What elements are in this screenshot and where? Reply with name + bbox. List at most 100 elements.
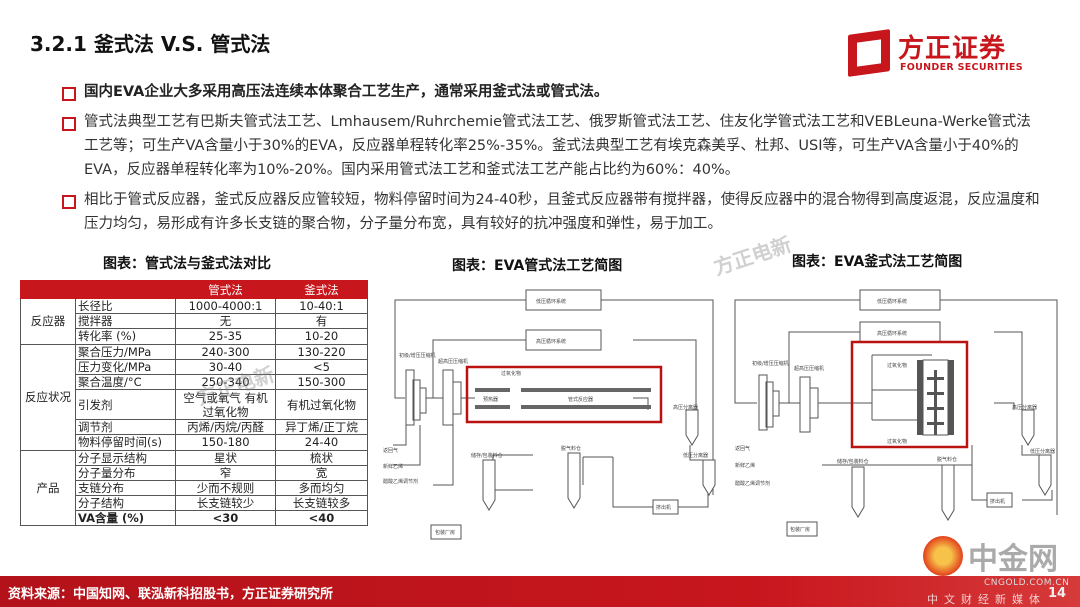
item-cell: VA含量 (%) — [75, 510, 176, 527]
logo-mark-icon — [848, 29, 890, 77]
label-extruder: 挤出机 — [656, 504, 671, 511]
value-cell: 星状 — [175, 449, 276, 466]
table-row: 分子量分布窄宽 — [21, 464, 368, 481]
value-cell: 无 — [175, 313, 276, 330]
bullet-list: 国内EVA企业大多采用高压法连续本体聚合工艺生产，通常采用釜式法或管式法。 管式… — [60, 80, 1040, 242]
bullet-item: 相比于管式反应器，釜式反应器反应管较短，物料停留时间为24-40秒，且釜式反应器… — [60, 188, 1040, 236]
value-cell: 150-180 — [175, 434, 276, 451]
item-cell: 聚合压力/MPa — [75, 343, 176, 360]
label-degas: 脱气料仓 — [561, 445, 581, 452]
label-packing: 包装厂房 — [435, 529, 455, 536]
value-cell: 24-40 — [275, 434, 368, 451]
page-number: 14 — [1048, 586, 1067, 601]
item-cell: 引发剂 — [75, 389, 176, 421]
table-row: 产品分子显示结构星状梳状 — [20, 449, 368, 527]
label-return-gas: 返回气 — [383, 447, 398, 454]
item-cell: 调节剂 — [75, 419, 176, 436]
label-compressor2: 超高压压缩机 — [794, 365, 824, 372]
header-tube: 管式法 — [175, 280, 276, 299]
label-lp-sep: 低压分离器 — [683, 452, 708, 459]
value-cell: 长支链较少 — [175, 495, 276, 512]
label-hp-sep: 高压分离器 — [673, 404, 698, 411]
cngold-watermark: 中金网 CNGOLD.COM.CN 中文财经新媒体 — [920, 530, 1080, 607]
label-packing: 包装厂房 — [790, 526, 810, 533]
table-header-row: 管式法釜式法 — [20, 280, 368, 299]
label-fresh-ethylene: 新鲜乙烯 — [735, 462, 755, 469]
value-cell: 10-20 — [275, 328, 368, 345]
item-cell: 聚合温度/°C — [75, 373, 176, 391]
cngold-logo-icon — [923, 536, 963, 576]
value-cell: 长支链较多 — [275, 495, 368, 512]
value-cell: <5 — [275, 358, 368, 375]
footer-bar: 资料来源：中国知网、联泓新科招股书，方正证券研究所 — [0, 576, 1080, 607]
label-high-loop: 高压循环系统 — [877, 330, 907, 337]
tube-diagram-caption: 图表：EVA管式法工艺简图 — [452, 258, 623, 274]
label-degas: 脱气料仓 — [937, 456, 957, 463]
value-cell: <40 — [275, 510, 368, 527]
label-preheater: 预热器 — [483, 396, 498, 403]
item-cell: 压力变化/MPa — [75, 358, 176, 375]
value-cell: 240-300 — [175, 343, 276, 360]
group-cell: 产品 — [20, 449, 76, 527]
table-row: 分子结构长支链较少长支链较多 — [21, 495, 368, 512]
table-caption: 图表：管式法与釜式法对比 — [103, 256, 271, 272]
label-vac: 醋酸乙烯调节剂 — [735, 480, 770, 487]
value-cell: 有 — [275, 313, 368, 330]
item-cell: 转化率 (%) — [75, 328, 176, 345]
label-compressor1: 初级/增压压缩机 — [752, 360, 789, 367]
tube-process-diagram: 低压循环系统 高压循环系统 初级/增压压缩机 超高压压缩机 过氧化物 预热器 管… — [383, 289, 716, 540]
header-kettle: 釜式法 — [275, 280, 368, 299]
logo-en: FOUNDER SECURITIES — [900, 62, 1023, 73]
value-cell: 10-40:1 — [275, 297, 368, 315]
label-compressor2: 超高压压缩机 — [438, 358, 468, 365]
kettle-diagram-caption: 图表：EVA釜式法工艺简图 — [792, 254, 963, 270]
label-lp-sep: 低压分离器 — [1030, 448, 1055, 455]
label-storage: 储存/包装料仓 — [471, 452, 503, 459]
value-cell: 250-340 — [175, 373, 276, 391]
value-cell: <30 — [175, 510, 276, 527]
label-compressor1: 初级/增压压缩机 — [399, 352, 436, 359]
cngold-domain: CNGOLD.COM.CN — [984, 578, 1070, 588]
item-cell: 长径比 — [75, 297, 176, 315]
label-peroxide: 过氧化物 — [501, 370, 521, 377]
bullet-item: 国内EVA企业大多采用高压法连续本体聚合工艺生产，通常采用釜式法或管式法。 — [60, 80, 1040, 104]
label-extruder: 挤出机 — [990, 498, 1005, 505]
item-cell: 支链分布 — [75, 479, 176, 497]
value-cell: 多而均匀 — [275, 479, 368, 497]
logo-cn: 方正证券 — [898, 34, 1007, 64]
cngold-cn: 中金网 — [968, 542, 1058, 577]
item-cell: 分子量分布 — [75, 464, 176, 481]
label-tube-reactor: 管式反应器 — [568, 396, 593, 403]
group-cell: 反应器 — [20, 298, 76, 345]
page-title: 3.2.1 釜式法 V.S. 管式法 — [30, 32, 271, 56]
kettle-process-diagram: 低压循环系统 高压循环系统 初级/增压压缩机 超高压压缩机 过氧化物 过氧化物 … — [734, 289, 1058, 537]
value-cell: 丙烯/丙烷/丙醛 — [175, 419, 276, 436]
label-return-gas: 返回气 — [735, 445, 750, 452]
value-cell: 异丁烯/正丁烷 — [275, 419, 368, 436]
label-peroxide: 过氧化物 — [887, 362, 907, 369]
label-peroxide: 过氧化物 — [887, 438, 907, 445]
cngold-slogan: 中文财经新媒体 — [927, 593, 1046, 606]
label-storage: 储存/包装料仓 — [837, 458, 869, 465]
source-note: 资料来源：中国知网、联泓新科招股书，方正证券研究所 — [8, 587, 334, 602]
item-cell: 物料停留时间(s) — [75, 434, 176, 451]
item-cell: 分子结构 — [75, 495, 176, 512]
item-cell: 分子显示结构 — [75, 449, 176, 466]
label-vac: 醋酸乙烯调节剂 — [383, 478, 418, 485]
table-row: VA含量 (%)<30<40 — [21, 510, 368, 527]
value-cell: 窄 — [175, 464, 276, 481]
value-cell: 梳状 — [275, 449, 368, 466]
item-cell: 搅拌器 — [75, 313, 176, 330]
label-low-loop: 低压循环系统 — [877, 298, 907, 305]
founder-logo: 方正证券 FOUNDER SECURITIES — [848, 29, 1028, 78]
value-cell: 1000-4000:1 — [175, 297, 276, 315]
label-hp-sep: 高压分离器 — [1012, 404, 1037, 411]
value-cell: 少而不规则 — [175, 479, 276, 497]
table-row: 调节剂丙烯/丙烷/丙醛异丁烯/正丁烷 — [21, 419, 368, 436]
